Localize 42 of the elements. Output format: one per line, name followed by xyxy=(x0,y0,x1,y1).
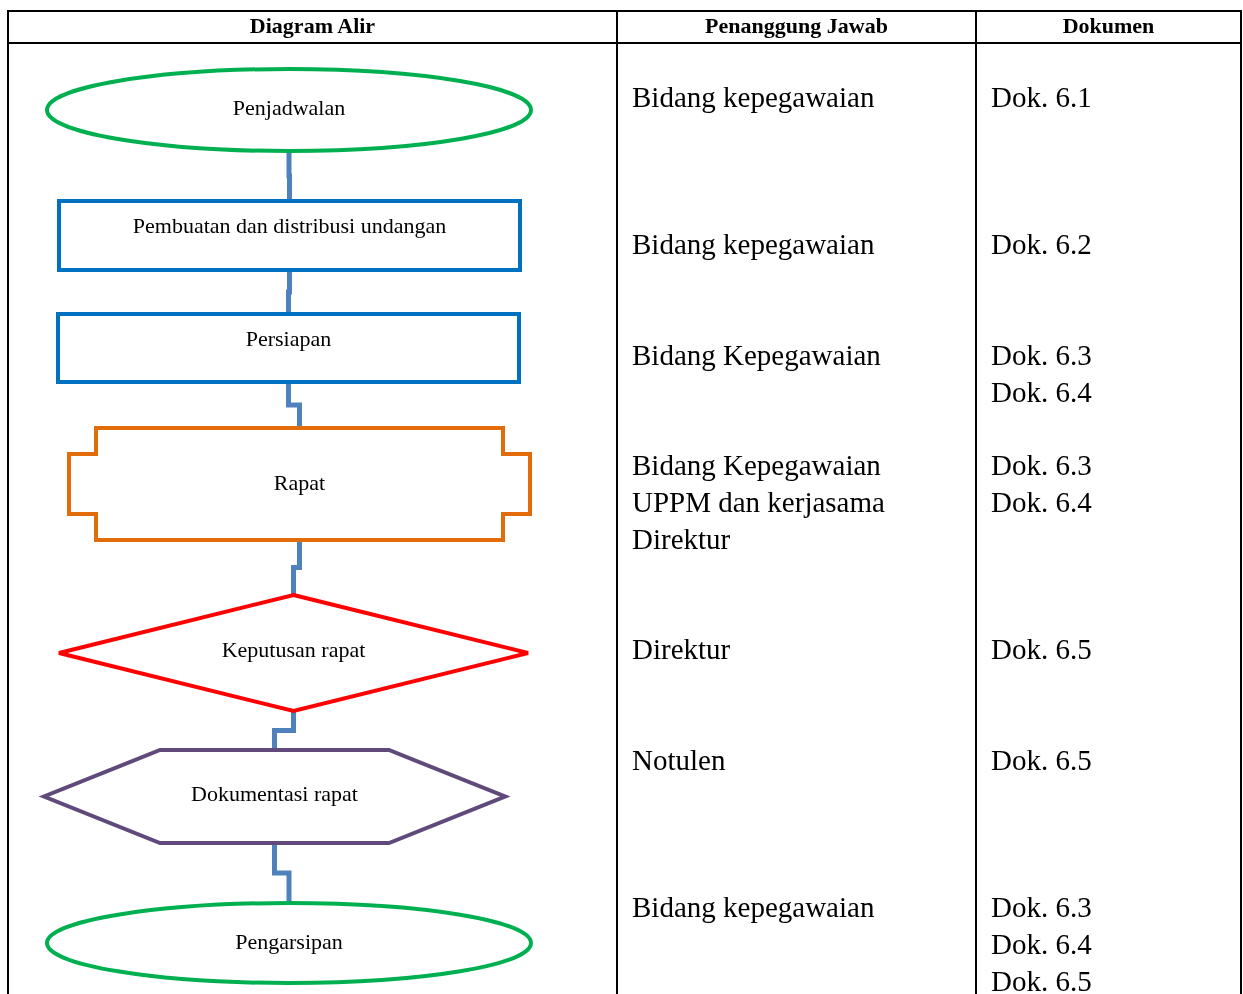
table-cell-text: Dok. 6.3 xyxy=(991,340,1092,372)
node-text: Dokumentasi rapat xyxy=(191,781,358,806)
table-cell-text: Notulen xyxy=(632,745,726,777)
terminal-ellipse xyxy=(45,67,533,153)
node-text: Pembuatan dan distribusi undangan xyxy=(132,213,447,238)
table-cell-text: Bidang kepegawaian xyxy=(632,892,875,924)
process-box xyxy=(57,199,522,272)
table-cell-text: UPPM dan kerjasama xyxy=(632,487,885,519)
table-cell-text: Dok. 6.3 xyxy=(991,892,1092,924)
table-cell-text: Dok. 6.3 xyxy=(991,450,1092,482)
node-text: Keputusan rapat xyxy=(221,637,366,662)
table-cell-text: Bidang Kepegawaian xyxy=(632,450,881,482)
connector-line xyxy=(286,382,302,428)
connector-line xyxy=(291,540,302,595)
node-text: Persiapan xyxy=(245,326,332,351)
table-cell-text: Dok. 6.5 xyxy=(991,634,1092,666)
connector-line xyxy=(286,270,292,314)
column-header: Dokumen xyxy=(1062,14,1155,39)
table-cell-text: Dok. 6.5 xyxy=(991,966,1092,994)
table-cell-text: Dok. 6.4 xyxy=(991,929,1092,961)
decision-diamond xyxy=(57,593,530,713)
table-cell-text: Dok. 6.4 xyxy=(991,487,1092,519)
table-cell-text: Direktur xyxy=(632,524,731,556)
table-cell-text: Dok. 6.1 xyxy=(991,82,1092,114)
table-cell-text: Bidang kepegawaian xyxy=(632,82,875,114)
column-header: Diagram Alir xyxy=(249,14,376,39)
table-cell-text: Dok. 6.2 xyxy=(991,229,1092,261)
connector-line xyxy=(272,711,296,750)
table-cell-text: Dok. 6.4 xyxy=(991,377,1092,409)
table-cell-text: Bidang Kepegawaian xyxy=(632,340,881,372)
terminal-ellipse xyxy=(45,901,533,985)
table-cell-text: Dok. 6.5 xyxy=(991,745,1092,777)
connector-line xyxy=(272,843,292,903)
table-cell-text: Bidang kepegawaian xyxy=(632,229,875,261)
meeting-shape xyxy=(67,426,532,542)
process-box xyxy=(56,312,521,384)
node-text: Rapat xyxy=(273,470,326,495)
connector-line xyxy=(286,151,292,201)
node-text: Penjadwalan xyxy=(232,95,346,120)
table-cell-text: Direktur xyxy=(632,634,731,666)
node-text: Pengarsipan xyxy=(235,929,343,954)
column-header: Penanggung Jawab xyxy=(705,14,888,39)
